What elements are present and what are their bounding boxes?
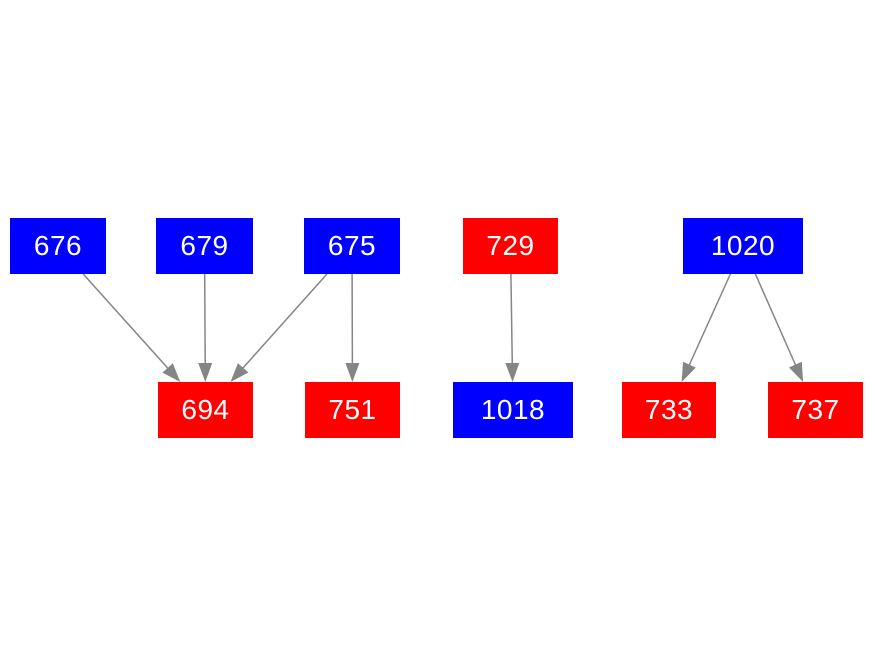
graph-node-694: 694 [158,382,253,438]
graph-node-1018: 1018 [453,382,573,438]
graph-node-729: 729 [463,218,558,274]
node-label: 737 [791,394,840,425]
graph-node-675: 675 [304,218,400,274]
edge-729-1018 [510,273,514,366]
edge-679-694 [203,273,206,366]
graph-node-733: 733 [622,382,716,438]
node-label: 733 [644,394,694,425]
graph-node-751: 751 [305,382,400,438]
node-label: 676 [33,230,83,261]
arrowhead-676-694 [162,363,181,382]
edge-1020-733 [687,273,732,367]
graph-node-1020: 1020 [683,218,803,274]
graph-node-676: 676 [10,218,106,274]
arrowhead-679-694 [198,363,213,382]
edge-675-694 [241,273,328,370]
node-label: 675 [327,230,377,261]
edge-676-694 [82,273,170,370]
node-label: 1018 [480,394,546,425]
graph-node-737: 737 [768,382,863,438]
arrowhead-675-751 [345,363,360,382]
node-label: 679 [180,230,229,261]
arrowhead-729-1018 [505,362,520,382]
arrowhead-675-694 [230,363,249,382]
node-label: 1020 [710,230,776,261]
edge-1020-737 [754,273,797,367]
node-label: 694 [181,394,230,425]
node-label: 729 [486,230,535,261]
arrowhead-1020-733 [681,361,696,382]
node-label: 751 [328,394,377,425]
arrowhead-1020-737 [789,361,804,382]
graph-node-679: 679 [156,218,253,274]
